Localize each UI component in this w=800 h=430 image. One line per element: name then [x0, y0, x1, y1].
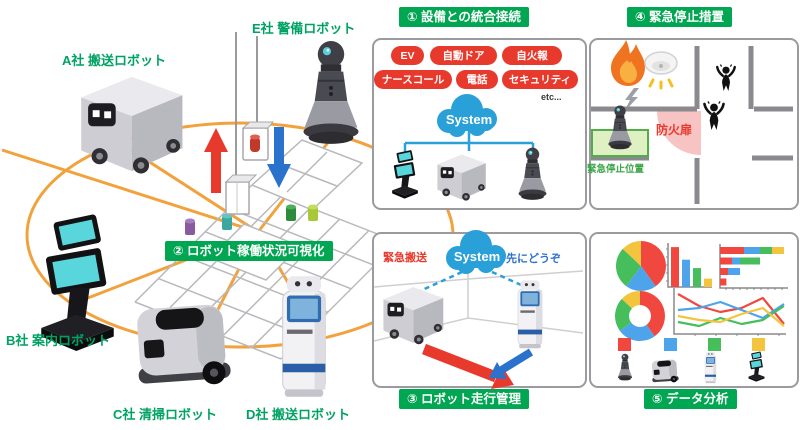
badge-integration: ① 設備との統合接続 [399, 7, 529, 28]
label-company-c: C社 清掃ロボット [113, 407, 218, 422]
tag-phone: 電話 [456, 70, 498, 89]
call-box [241, 121, 275, 161]
floor-robot-markers [185, 204, 318, 235]
label-company-b: B社 案内ロボット [6, 333, 111, 348]
elevator-car [224, 174, 258, 215]
tag-fire-alarm: 自火報 [502, 46, 562, 65]
stop-position-label: 緊急停止位置 [587, 164, 645, 175]
fire-door-label: 防火扉 [656, 123, 693, 137]
tag-nurse-call: ナースコール [374, 70, 452, 89]
label-company-d: D社 搬送ロボット [246, 407, 351, 422]
tag-security: セキュリティ [502, 70, 578, 89]
badge-visualization: ② ロボット稼働状況可視化 [165, 241, 333, 262]
label-company-e: E社 警備ロボット [252, 21, 356, 36]
cleaning-robot-c [134, 303, 232, 385]
badge-analysis: ⑤ データ分析 [644, 389, 737, 410]
etc-label: etc... [541, 92, 562, 102]
delivery-robot-d [282, 275, 326, 398]
tag-ev: EV [391, 46, 424, 65]
badge-traffic: ③ ロボット走行管理 [399, 389, 530, 410]
delivery-robot-a [81, 76, 183, 174]
system-cloud-label: System [445, 112, 493, 127]
badge-emergency: ④ 緊急停止措置 [627, 7, 733, 28]
yield-label: 先にどうぞ [506, 253, 561, 265]
tag-auto-door: 自動ドア [430, 46, 497, 65]
emergency-transport-label: 緊急搬送 [383, 252, 427, 264]
label-company-a: A社 搬送ロボット [62, 53, 167, 68]
up-arrow [204, 128, 228, 193]
panel-emergency [589, 38, 799, 210]
panel-analysis [589, 232, 799, 388]
security-robot-e [302, 40, 360, 145]
system-cloud-label: System [453, 249, 501, 264]
down-arrow [267, 127, 291, 188]
elevator-shaft-lines [235, 32, 258, 183]
